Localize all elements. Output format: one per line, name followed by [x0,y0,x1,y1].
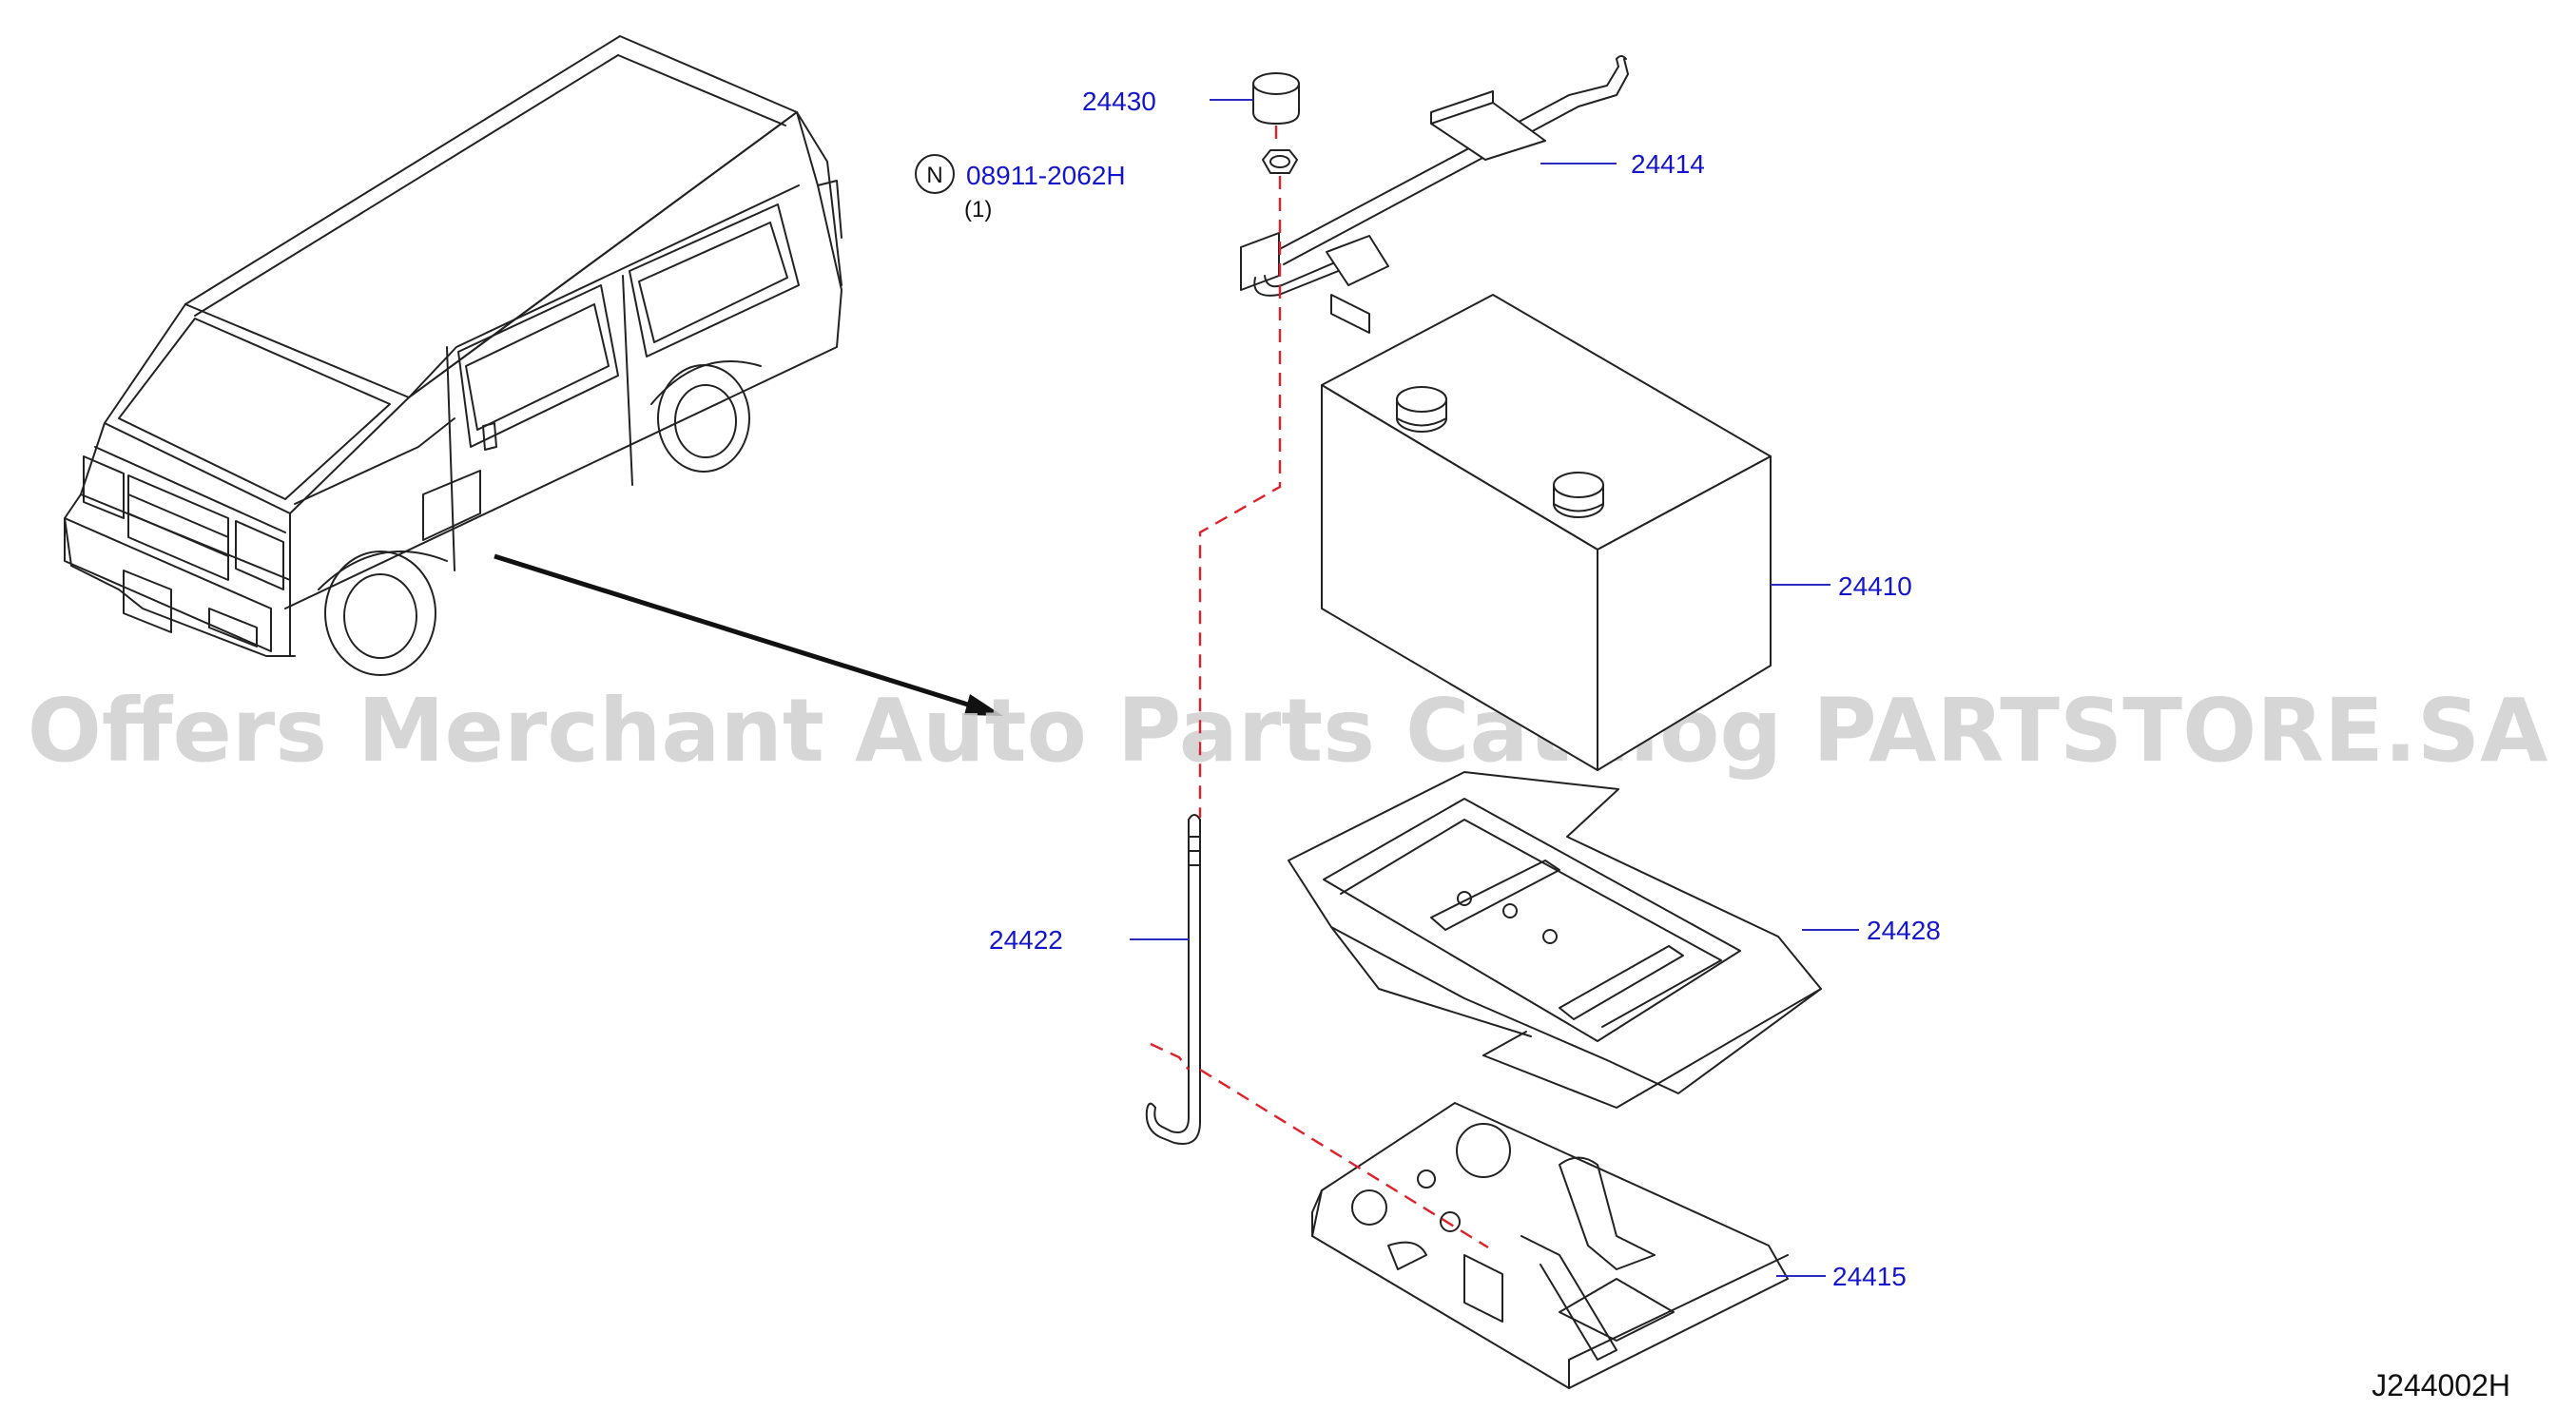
assembly-lines [1150,126,1489,1249]
part-label-24410[interactable]: 24410 [1838,571,1912,601]
battery-frame-part[interactable] [1288,771,1822,1109]
watermark-text: Offers Merchant Auto Parts Catalog PARTS… [28,680,2548,782]
note-symbol-circle [915,154,955,194]
note-quantity: (1) [964,197,992,222]
note-part-number[interactable]: 08911-2062H [966,161,1126,190]
note-callout: N 08911-2062H (1) [915,154,1126,222]
part-label-24422[interactable]: 24422 [989,925,1063,955]
cap-part[interactable] [1252,72,1300,125]
nut-part[interactable] [1262,149,1298,174]
part-label-24415[interactable]: 24415 [1832,1262,1907,1291]
van-illustration [64,35,843,676]
location-arrow [494,553,1003,716]
part-label-24414[interactable]: 24414 [1631,149,1705,179]
battery-tray-part[interactable] [1311,1102,1789,1389]
battery-part[interactable] [1321,294,1772,771]
leader-lines [1130,99,1859,1277]
diagram-code: J244002H [2372,1368,2510,1402]
part-label-24430[interactable]: 24430 [1082,87,1156,116]
frame-rod-part[interactable] [1145,814,1201,1145]
note-symbol: N [926,163,942,188]
hold-down-rod-part[interactable] [1240,55,1629,334]
part-label-24428[interactable]: 24428 [1867,916,1941,945]
